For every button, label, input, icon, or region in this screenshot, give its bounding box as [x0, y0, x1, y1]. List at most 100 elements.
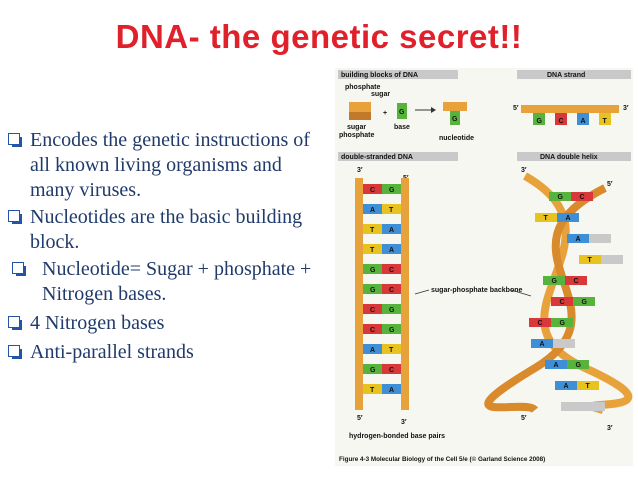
sugar-label: sugar	[371, 91, 390, 98]
base-G-block	[551, 318, 573, 327]
base-G-block	[382, 324, 401, 334]
base-G-block	[382, 184, 401, 194]
base-C-block	[551, 297, 573, 306]
base-A-block	[531, 339, 553, 348]
bullet-item: 4 Nitrogen bases	[8, 311, 328, 336]
base-letter: G	[537, 118, 543, 125]
base-letter: C	[574, 278, 579, 285]
phosphate-label: phosphate	[339, 132, 374, 139]
base-letter: C	[560, 299, 565, 306]
base-G-block	[397, 103, 407, 119]
dna-figure: building blocks of DNA DNA strand double…	[335, 68, 633, 466]
base-letter: G	[560, 320, 566, 327]
base-letter: C	[580, 194, 585, 201]
checkbox-bullet-icon	[8, 133, 22, 147]
strand-backbone	[521, 105, 619, 113]
base-T-block	[599, 113, 611, 125]
base-letter: C	[389, 287, 394, 294]
base-T-block	[363, 244, 382, 254]
base-G-block	[363, 364, 382, 374]
backbone-right	[401, 178, 409, 410]
base-letter: G	[399, 109, 405, 116]
base-letter: T	[544, 215, 549, 222]
base-letter: G	[370, 267, 376, 274]
base-letter: T	[370, 387, 375, 394]
bullet-text: Encodes the genetic instructions of all …	[30, 129, 310, 201]
bullet-text: Nucleotides are the basic building block…	[30, 206, 303, 253]
checkbox-bullet-icon	[8, 210, 22, 224]
base-C-block	[363, 324, 382, 334]
base-letter: C	[389, 367, 394, 374]
base-block	[583, 402, 605, 411]
checkbox-bullet-icon	[8, 316, 22, 330]
base-G-block	[363, 284, 382, 294]
base-A-block	[363, 204, 382, 214]
base-letter: A	[370, 207, 375, 214]
sugar-block	[349, 112, 371, 120]
base-letter: T	[370, 227, 375, 234]
hbond-label: hydrogen-bonded base pairs	[349, 433, 445, 440]
base-A-block	[382, 224, 401, 234]
base-letter: G	[370, 367, 376, 374]
bullet-item: Encodes the genetic instructions of all …	[8, 128, 328, 203]
base-letter: C	[559, 118, 564, 125]
helix-strand-b	[484, 184, 607, 414]
base-G-block	[363, 264, 382, 274]
panel-double-stranded-label: double-stranded DNA	[341, 154, 413, 161]
panel-header	[338, 152, 458, 161]
bullet-item: Nucleotide= Sugar + phosphate + Nitrogen…	[8, 257, 328, 307]
nucleotide-label: nucleotide	[439, 135, 474, 142]
base-G-block	[543, 276, 565, 285]
base-letter: A	[581, 118, 586, 125]
backbone-left	[355, 178, 363, 410]
base-letter: T	[588, 257, 593, 264]
panel-building-blocks-label: building blocks of DNA	[341, 72, 418, 79]
base-letter: A	[389, 227, 394, 234]
five-prime-label: 5′	[357, 415, 363, 422]
base-letter: T	[389, 347, 394, 354]
base-letter: G	[389, 327, 395, 334]
base-G-block	[549, 192, 571, 201]
base-G-block	[533, 113, 545, 125]
checkbox-bullet-icon	[12, 262, 26, 276]
base-letter: A	[370, 347, 375, 354]
bullet-item: Nucleotides are the basic building block…	[8, 205, 328, 255]
base-T-block	[577, 381, 599, 390]
bullet-text: 4 Nitrogen bases	[30, 312, 165, 334]
bullet-list: Encodes the genetic instructions of all …	[8, 128, 328, 365]
base-letter: G	[582, 299, 588, 306]
base-C-block	[529, 318, 551, 327]
base-letter: T	[370, 247, 375, 254]
five-prime-label: 5′	[513, 105, 519, 112]
base-C-block	[363, 184, 382, 194]
base-letter: T	[389, 207, 394, 214]
bullet-text: Nucleotide= Sugar + phosphate + Nitrogen…	[42, 258, 312, 305]
base-letter: C	[538, 320, 543, 327]
base-letter: C	[370, 307, 375, 314]
base-G-block	[382, 304, 401, 314]
base-A-block	[567, 234, 589, 243]
slide-title: DNA- the genetic secret!!	[115, 18, 523, 55]
panel-header	[517, 70, 631, 79]
base-T-block	[535, 213, 557, 222]
base-C-block	[382, 364, 401, 374]
phosphate-label: phosphate	[345, 84, 380, 91]
base-A-block	[545, 360, 567, 369]
arrow-head-icon	[431, 107, 436, 113]
base-T-block	[579, 255, 601, 264]
base-letter: G	[452, 116, 458, 123]
panel-dna-strand-label: DNA strand	[547, 72, 585, 79]
base-C-block	[382, 284, 401, 294]
sugar-label: sugar	[347, 124, 366, 131]
base-letter: G	[389, 307, 395, 314]
backbone-label: sugar-phosphate backbone	[431, 287, 523, 294]
base-letter: C	[370, 187, 375, 194]
base-block	[561, 402, 583, 411]
five-prime-label: 5′	[521, 415, 527, 422]
panel-header	[338, 70, 458, 79]
base-letter: G	[370, 287, 376, 294]
base-G-block	[567, 360, 589, 369]
